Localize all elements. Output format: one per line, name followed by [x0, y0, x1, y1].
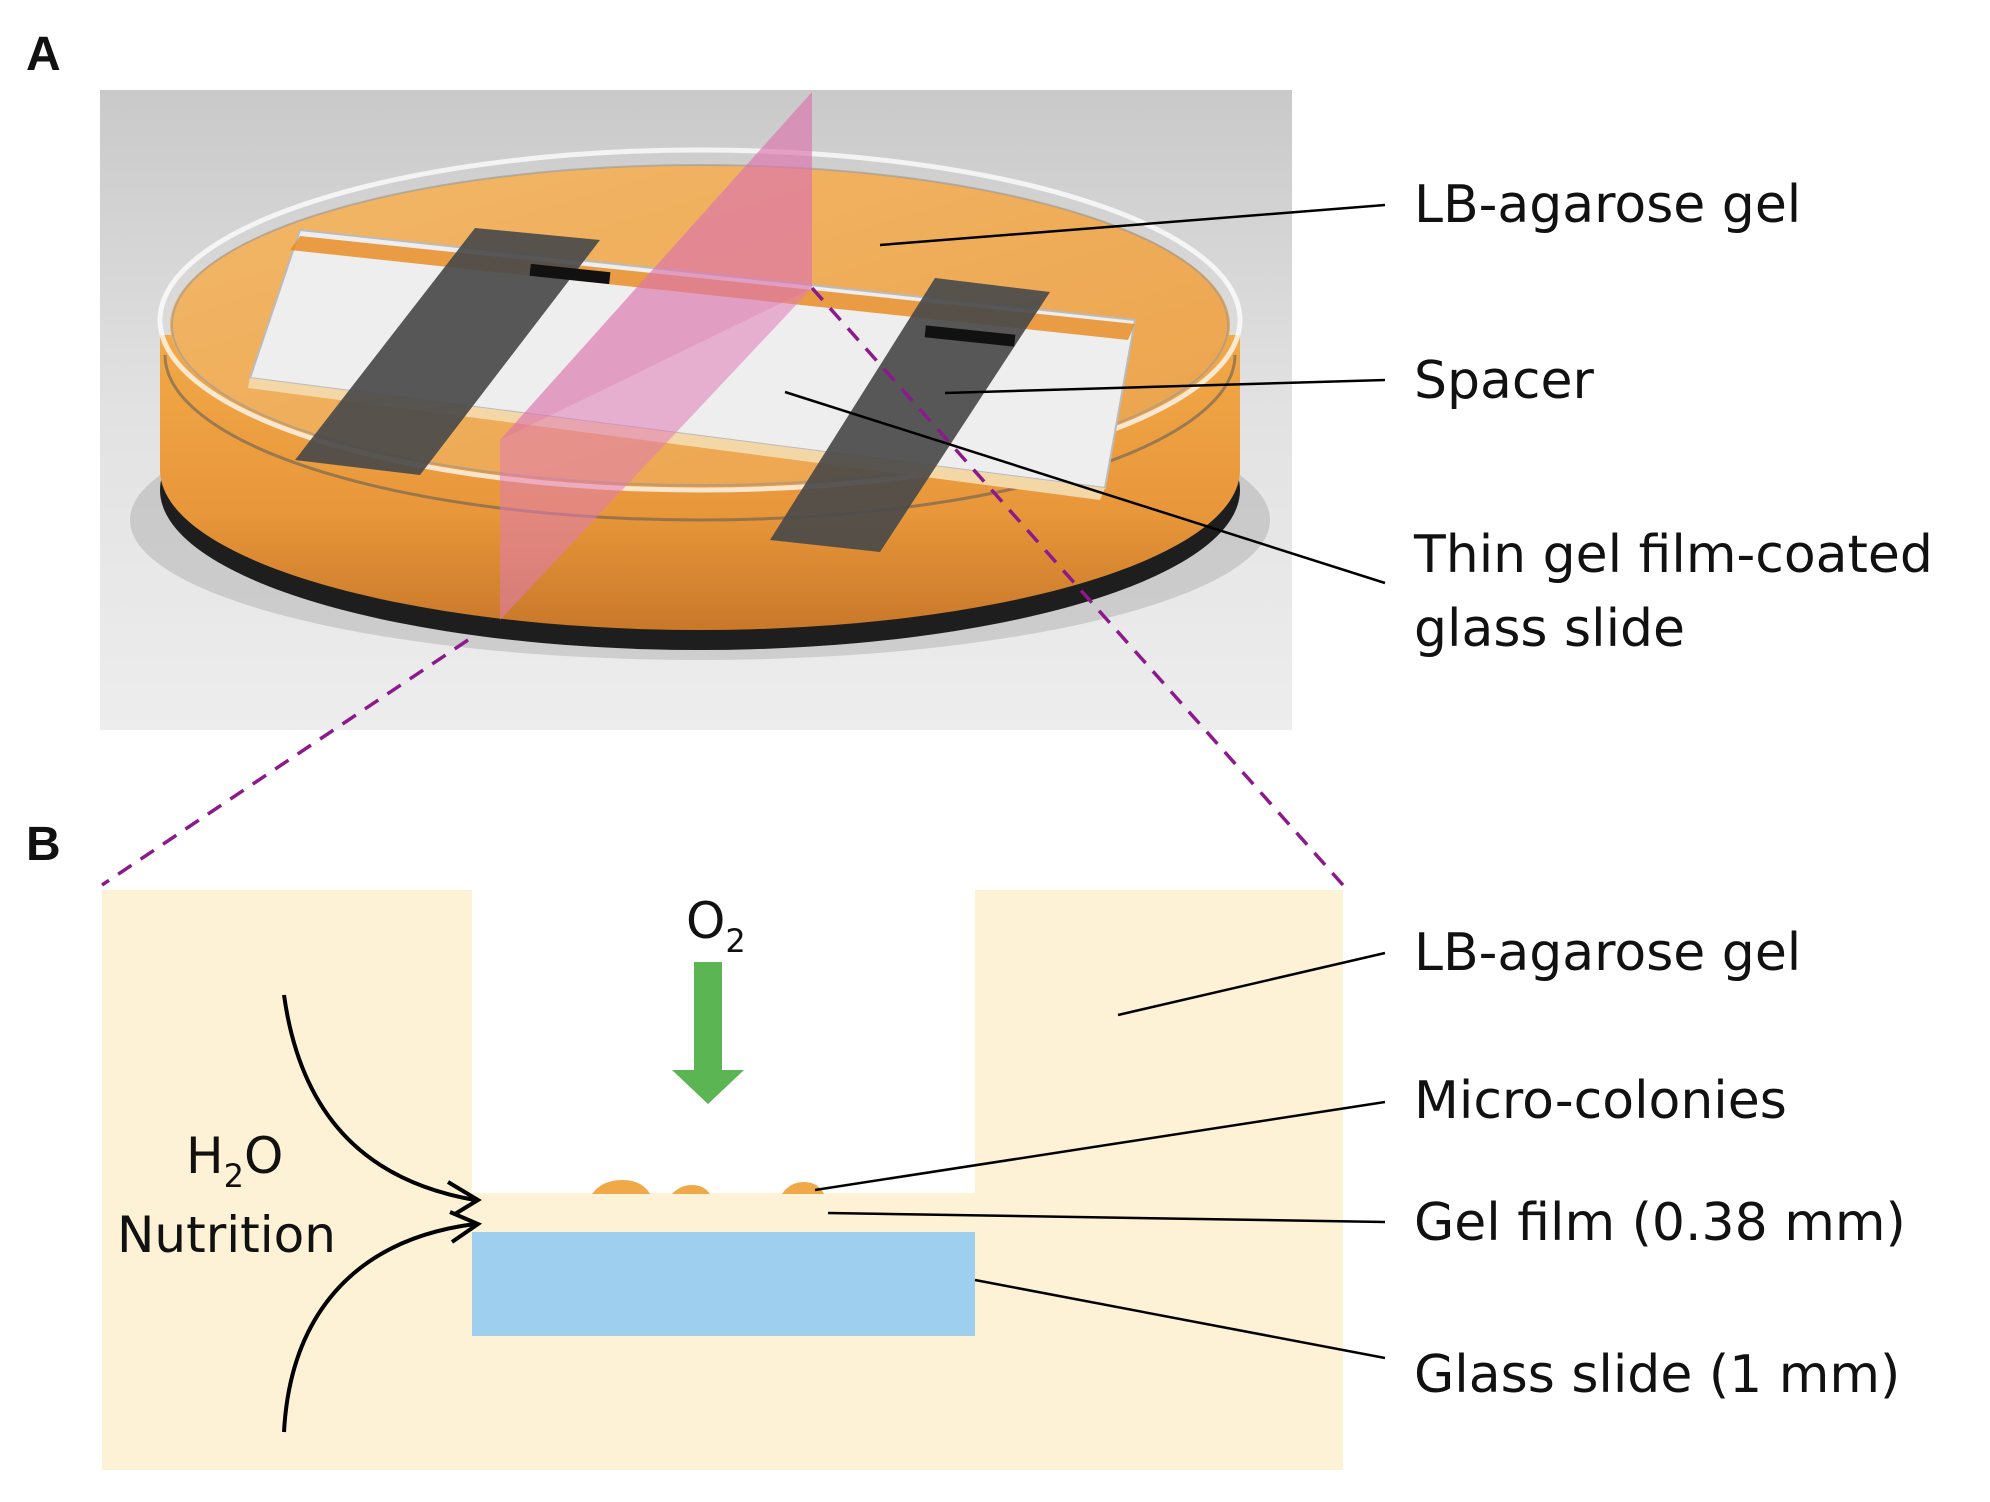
spacer-right-tab [924, 325, 1016, 347]
label-b-gel-film: Gel film (0.38 mm) [1414, 1193, 1906, 1253]
dish-glass-rim-inner [171, 164, 1229, 486]
label-a-lb-agarose-gel: LB-agarose gel [1414, 175, 1801, 235]
cross-section-plane [500, 92, 812, 620]
panel-b-letter: B [26, 818, 61, 871]
agarose-gel-block [102, 890, 1343, 1470]
leader-b-gel [1117, 951, 1386, 1017]
water-flow-arrowhead-bottom [449, 1210, 483, 1244]
spacer-left [295, 228, 600, 475]
label-a-slide-line1: Thin gel film-coated [1413, 525, 1933, 585]
spacer-right [770, 278, 1050, 552]
label-a-spacer: Spacer [1414, 351, 1594, 411]
label-b-micro-colonies: Micro-colonies [1414, 1071, 1787, 1131]
dish-glass-rim [157, 147, 1243, 493]
micro-colony-2 [672, 1185, 710, 1194]
leader-b-glass-slide [974, 1278, 1386, 1360]
leader-b-colonies [814, 1100, 1386, 1192]
glass-slide-layer [472, 1232, 975, 1336]
micro-colony-3 [782, 1182, 824, 1194]
label-nutrition: Nutrition [117, 1206, 336, 1264]
leader-a-gel [879, 203, 1386, 247]
water-flow-curve-bottom [282, 1222, 476, 1433]
dish-front-edge [163, 354, 1237, 522]
label-oxygen: O2 [686, 892, 746, 960]
petri-dish-render [100, 90, 1292, 730]
panel-a-letter: A [26, 28, 61, 81]
label-b-glass-slide: Glass slide (1 mm) [1414, 1345, 1900, 1405]
leader-b-gel-film [827, 1211, 1386, 1224]
label-water: H2O [186, 1127, 283, 1195]
label-b-lb-agarose-gel: LB-agarose gel [1414, 923, 1801, 983]
zoom-line-left [101, 638, 469, 887]
cross-section-plane-lower [500, 92, 812, 440]
micro-colony-1 [592, 1180, 650, 1194]
cross-section-diagram [102, 890, 1343, 1470]
leader-a-slide [784, 390, 1386, 585]
label-a-slide-line2: glass slide [1414, 599, 1685, 659]
water-flow-curve-top [282, 994, 476, 1202]
spacer-left-tab [529, 263, 611, 285]
oxygen-arrow [672, 962, 744, 1104]
leader-a-spacer [944, 378, 1386, 395]
water-flow-arrowhead-top [446, 1180, 482, 1216]
